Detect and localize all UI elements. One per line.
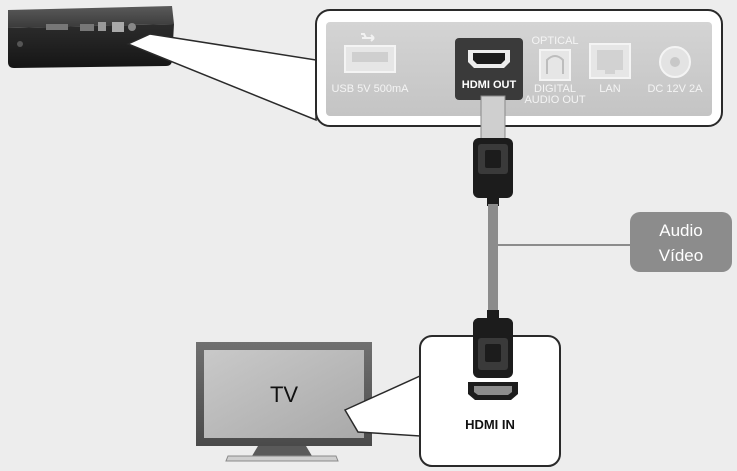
audio-video-callout: Audio Vídeo: [498, 212, 732, 272]
player-optical-port: [98, 22, 106, 31]
lan-label: LAN: [599, 83, 620, 95]
audio-label: Audio: [659, 221, 702, 240]
dc-power-port: DC 12V 2A: [647, 46, 703, 95]
lan-port: LAN: [589, 43, 631, 95]
player-back-panel: USB 5V 500mA HDMI OUT OPTICAL DIGITAL AU…: [315, 9, 723, 127]
blu-ray-player: [8, 6, 174, 68]
video-label: Vídeo: [659, 246, 703, 265]
usb-icon: [361, 33, 375, 42]
player-lan-port: [112, 22, 124, 32]
player-hdmi-port: [80, 24, 94, 31]
player-usb-port: [46, 24, 68, 30]
hdmi-out-port: HDMI OUT: [455, 38, 523, 100]
player-dc-port: [128, 23, 136, 31]
hdmi-out-label: HDMI OUT: [462, 79, 517, 91]
usb-port: USB 5V 500mA: [331, 33, 409, 95]
power-icon: [17, 41, 23, 47]
zoom-callout-player: [126, 33, 317, 122]
usb-label: USB 5V 500mA: [331, 83, 409, 95]
television: TV: [196, 342, 372, 462]
hdmi-in-port: [468, 382, 518, 400]
digital-label: DIGITAL: [534, 83, 576, 95]
optical-label: OPTICAL: [531, 35, 578, 47]
hdmi-in-label: HDMI IN: [465, 417, 515, 432]
tv-hdmi-in-panel: HDMI IN: [419, 318, 561, 467]
optical-port: OPTICAL DIGITAL AUDIO OUT: [524, 35, 585, 106]
dc-label: DC 12V 2A: [647, 83, 703, 95]
tv-label: TV: [270, 382, 298, 407]
audio-out-label: AUDIO OUT: [524, 94, 585, 106]
